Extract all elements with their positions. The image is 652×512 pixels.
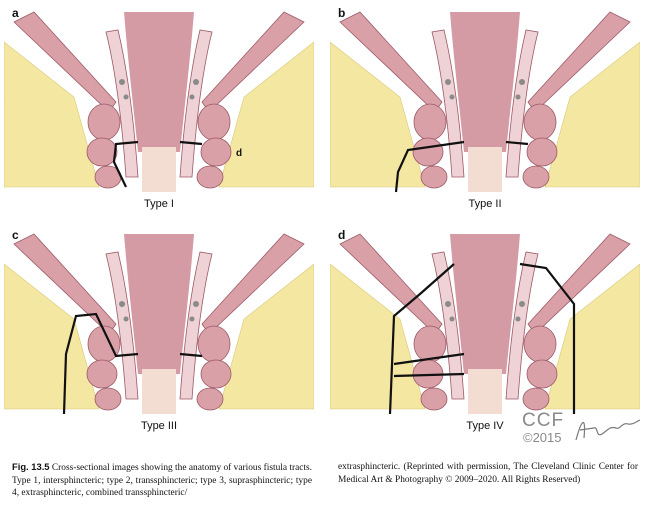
panel-type-label: Type II [468,198,502,210]
label-marker: d [236,148,243,159]
caption-text-right: extrasphincteric. (Reprinted with permis… [338,462,638,485]
panel-c: c Type III [4,224,314,434]
artist-signature [575,419,641,441]
panel-letter: a [12,6,19,20]
panel-b: b Type II [330,2,640,212]
fistula-tract [112,140,203,188]
logo-year: ©2015 [523,430,562,445]
panel-letter: c [12,228,19,242]
ccf-logo: CCF ©2015 [522,410,642,446]
panel-type-label: Type I [144,198,174,210]
panel-type-label: Type III [140,420,178,432]
caption-column-left: Fig. 13.5 Cross-sectional images showing… [12,461,312,500]
panel-letter: b [338,6,346,20]
panel-d: d Type IV [330,224,640,434]
anatomy-illustration [4,2,314,212]
fistula-tract [62,312,203,415]
caption-label: Fig. 13.5 [12,461,50,472]
figure: a d Type I b Type II [4,2,641,445]
caption-text-left: Cross-sectional images showing the anato… [12,463,313,499]
anatomy-illustration [4,224,314,434]
panel-type-label: Type IV [466,420,504,432]
anatomy-illustration [330,2,640,212]
panel-letter: d [338,228,346,242]
anatomy-illustration [330,224,640,434]
panel-a: a d Type I [4,2,314,212]
caption-column-right: extrasphincteric. (Reprinted with permis… [338,461,638,486]
fistula-tract [388,262,576,415]
figure-caption: Fig. 13.5 Cross-sectional images showing… [12,461,640,509]
fistula-tract [394,140,529,193]
logo-text: CCF [522,410,565,431]
